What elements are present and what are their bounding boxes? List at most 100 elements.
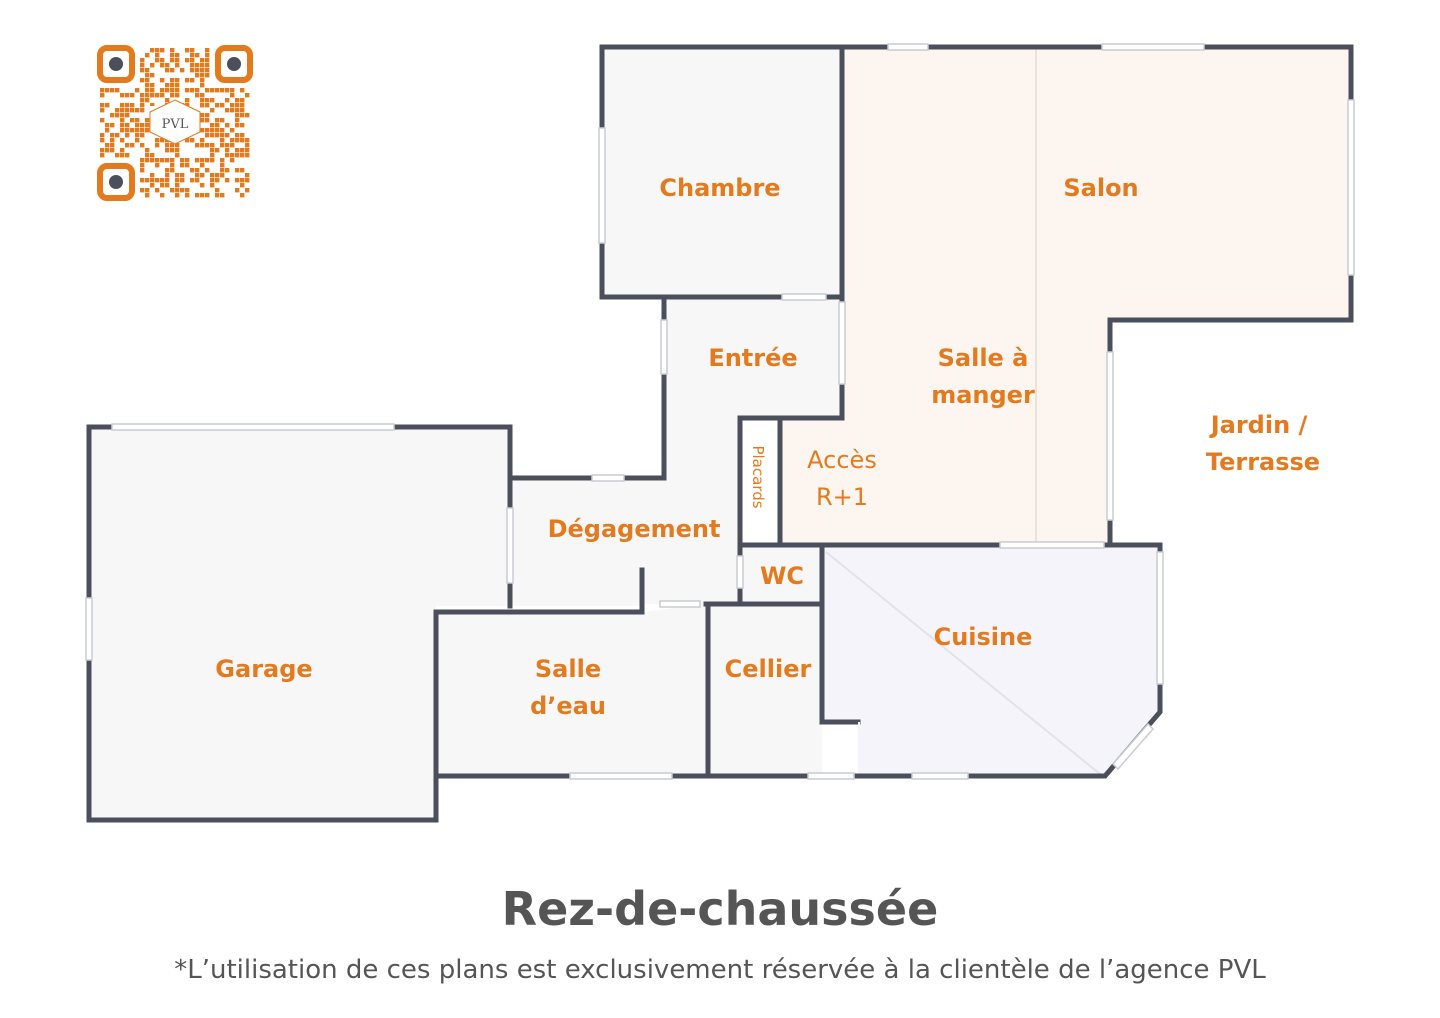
qr-module — [115, 88, 120, 93]
qr-module — [200, 128, 205, 133]
qr-module — [210, 88, 215, 93]
qr-module — [180, 178, 185, 183]
qr-module — [140, 168, 145, 173]
qr-module — [105, 143, 110, 148]
qr-module — [185, 163, 190, 168]
qr-module — [165, 183, 170, 188]
qr-module — [170, 53, 175, 58]
qr-module — [145, 78, 150, 83]
qr-module — [155, 158, 160, 163]
qr-module — [200, 118, 205, 123]
qr-module — [100, 88, 105, 93]
qr-module — [110, 88, 115, 93]
qr-module — [165, 143, 170, 148]
qr-code-icon: PVL — [97, 45, 253, 201]
qr-module — [170, 68, 175, 73]
qr-module — [155, 138, 160, 143]
qr-module — [135, 88, 140, 93]
qr-module — [170, 88, 175, 93]
qr-module — [190, 63, 195, 68]
qr-module — [235, 108, 240, 113]
qr-module — [200, 113, 205, 118]
qr-module — [150, 63, 155, 68]
qr-module — [205, 48, 210, 53]
qr-module — [195, 173, 200, 178]
qr-module — [205, 168, 210, 173]
qr-module — [160, 63, 165, 68]
qr-module — [205, 68, 210, 73]
qr-module — [205, 133, 210, 138]
qr-module — [150, 103, 155, 108]
qr-module — [225, 98, 230, 103]
qr-module — [140, 143, 145, 148]
qr-module — [170, 58, 175, 63]
qr-module — [130, 93, 135, 98]
qr-module — [200, 93, 205, 98]
qr-module — [230, 93, 235, 98]
qr-module — [125, 153, 130, 158]
qr-module — [105, 88, 110, 93]
qr-module — [140, 133, 145, 138]
qr-module — [210, 98, 215, 103]
qr-module — [190, 48, 195, 53]
room-label-garage: Garage — [215, 655, 312, 683]
qr-module — [140, 78, 145, 83]
qr-module — [130, 143, 135, 148]
qr-module — [195, 93, 200, 98]
qr-module — [135, 123, 140, 128]
room-label-salon: Salon — [1063, 174, 1138, 202]
qr-module — [175, 78, 180, 83]
qr-module — [200, 173, 205, 178]
usage-disclaimer: *L’utilisation de ces plans est exclusiv… — [174, 955, 1266, 985]
qr-module — [140, 178, 145, 183]
qr-module — [110, 123, 115, 128]
qr-module — [160, 58, 165, 63]
qr-module — [220, 173, 225, 178]
qr-module — [230, 153, 235, 158]
qr-module — [125, 113, 130, 118]
qr-module — [110, 138, 115, 143]
qr-module — [150, 178, 155, 183]
room-labels: Chambre Salon Entrée Salle à manger Jard… — [215, 174, 1320, 720]
qr-module — [190, 58, 195, 63]
qr-module — [150, 93, 155, 98]
qr-module — [160, 138, 165, 143]
qr-module — [185, 188, 190, 193]
qr-module — [165, 173, 170, 178]
qr-module — [175, 88, 180, 93]
qr-module — [180, 158, 185, 163]
qr-module — [185, 98, 190, 103]
qr-module — [130, 103, 135, 108]
qr-module — [140, 123, 145, 128]
qr-module — [235, 123, 240, 128]
qr-module — [220, 163, 225, 168]
qr-module — [225, 178, 230, 183]
qr-module — [155, 143, 160, 148]
qr-module — [230, 103, 235, 108]
qr-module — [195, 158, 200, 163]
qr-module — [245, 93, 250, 98]
qr-module — [140, 103, 145, 108]
qr-module — [220, 128, 225, 133]
qr-module — [200, 58, 205, 63]
qr-module — [215, 133, 220, 138]
qr-module — [210, 108, 215, 113]
room-label-salle-eau-line1: Salle — [535, 655, 601, 683]
qr-module — [150, 153, 155, 158]
qr-module — [220, 158, 225, 163]
qr-module — [135, 108, 140, 113]
qr-module — [240, 183, 245, 188]
qr-module — [165, 63, 170, 68]
qr-module — [215, 178, 220, 183]
qr-module — [120, 138, 125, 143]
qr-module — [185, 58, 190, 63]
qr-module — [155, 163, 160, 168]
qr-module — [175, 173, 180, 178]
qr-module — [195, 193, 200, 198]
qr-module — [195, 168, 200, 173]
qr-module — [185, 138, 190, 143]
qr-module — [175, 193, 180, 198]
qr-module — [240, 168, 245, 173]
qr-module — [240, 148, 245, 153]
qr-module — [225, 153, 230, 158]
